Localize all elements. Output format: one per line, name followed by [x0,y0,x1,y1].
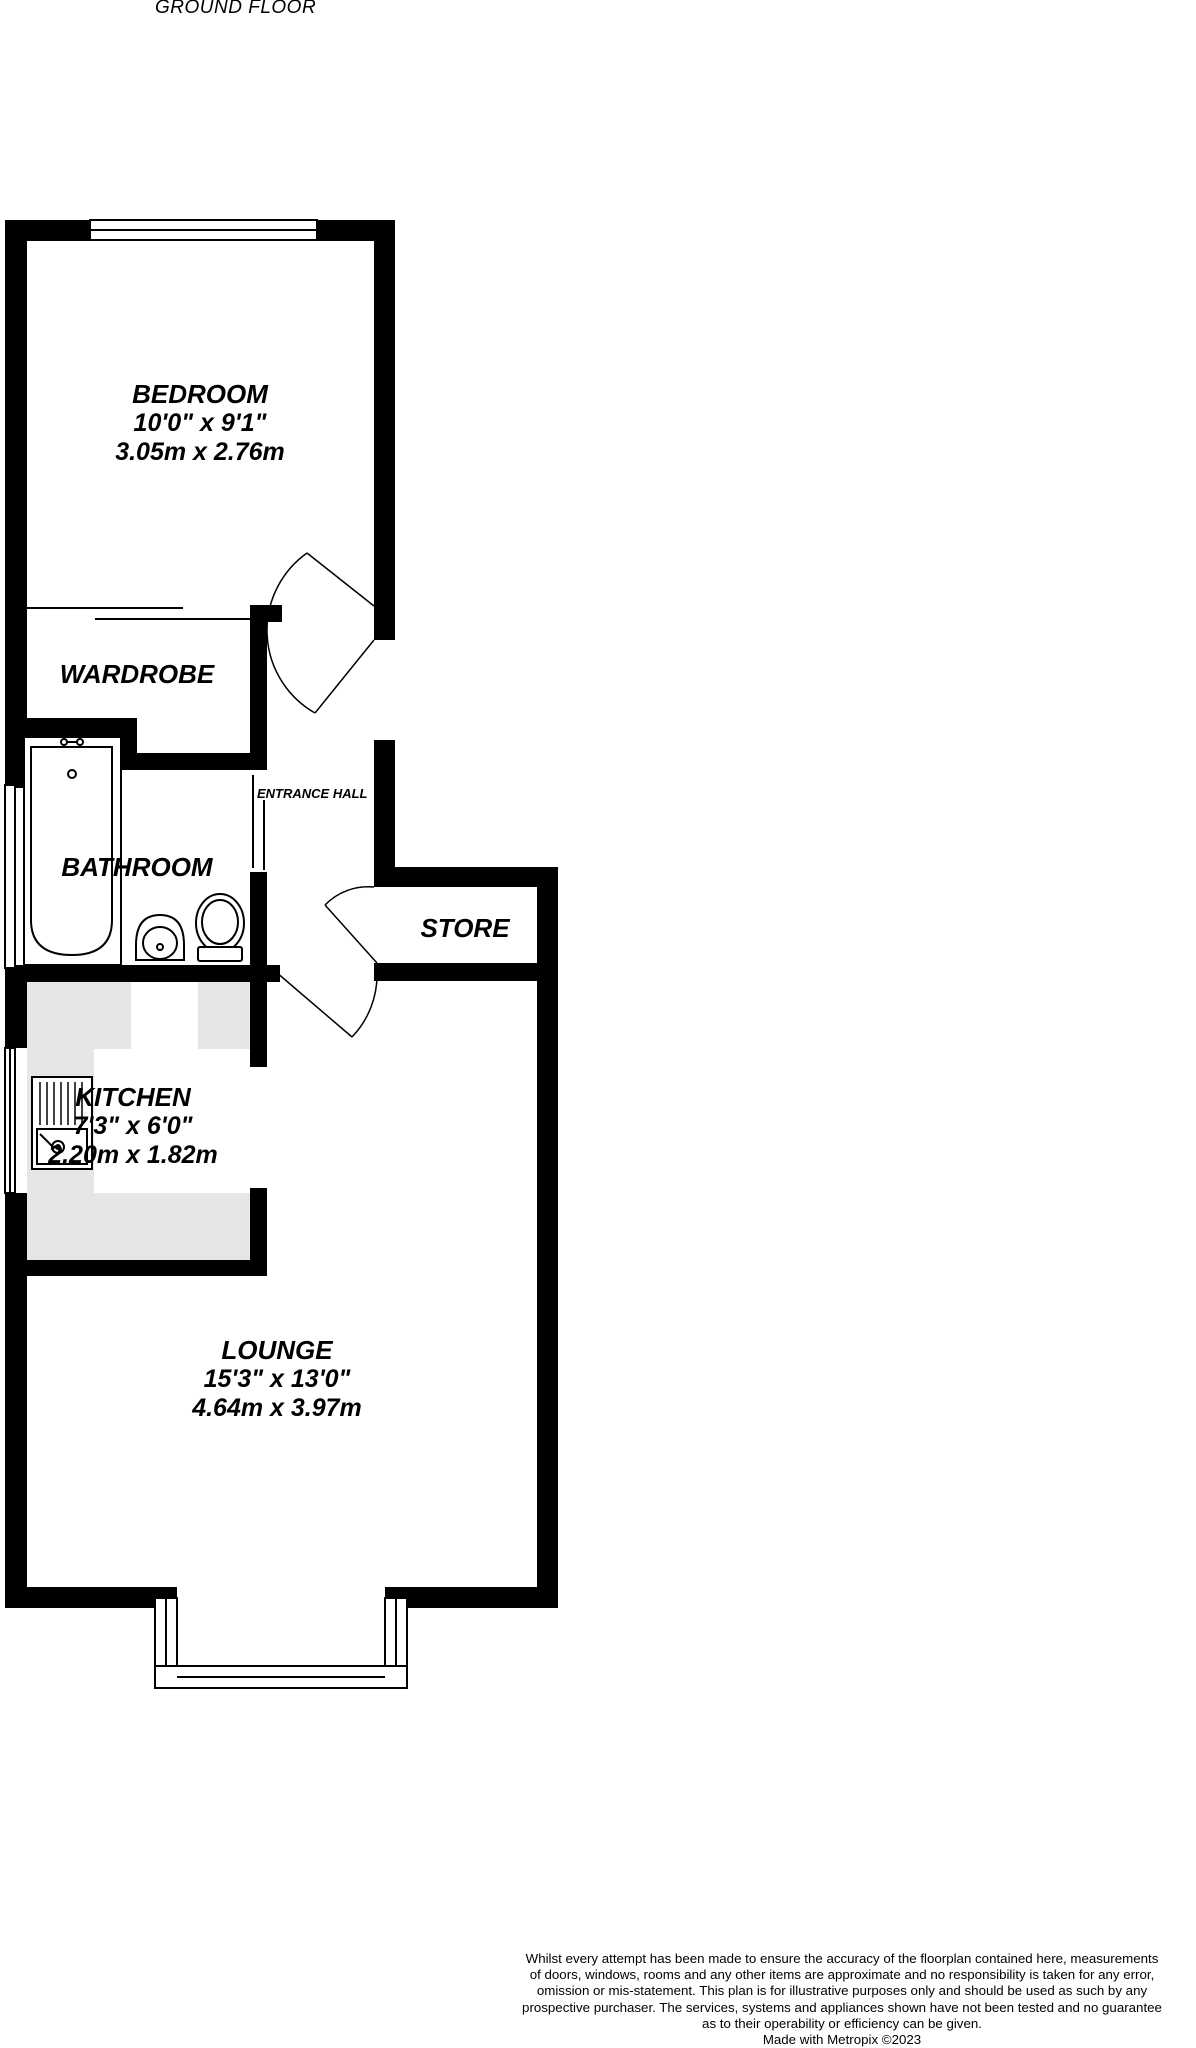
room-name-kitchen: KITCHEN [75,1082,191,1112]
wash-basin [135,913,185,961]
room-label-wardrobe: WARDROBE [60,660,215,689]
disclaimer: Whilst every attempt has been made to en… [492,1951,1192,2048]
window-bedroom [89,219,318,241]
wall-bath-hall-stub [250,965,280,982]
bathroom-door [252,775,265,870]
room-label-store: STORE [420,914,509,943]
room-label-bathroom: BATHROOM [61,853,212,882]
disclaimer-line: Whilst every attempt has been made to en… [525,1951,1159,1966]
wall-store-top [374,867,558,887]
wall-store-right [537,867,558,1607]
door-store [324,885,378,964]
wardrobe-sliding-doors [27,607,250,620]
window-kitchen [4,1047,16,1194]
wall-left-upper [5,220,27,788]
room-name-bathroom: BATHROOM [61,852,213,882]
wall-right-bedroom [374,220,395,640]
dimension-metric-lounge: 4.64m x 3.97m [192,1394,362,1422]
room-label-entrance-hall: ENTRANCE HALL [257,786,368,801]
door-bedroom [266,552,375,714]
room-label-kitchen: KITCHEN 7'3" x 6'0" 2.20m x 1.82m [48,1083,218,1170]
wall-bath-top [5,718,137,736]
wall-kitchen-bottom [5,1260,267,1276]
dimension-metric-bedroom: 3.05m x 2.76m [115,438,285,466]
room-label-bedroom: BEDROOM 10'0" x 9'1" 3.05m x 2.76m [115,380,285,467]
dimension-imperial-kitchen: 7'3" x 6'0" [73,1112,193,1140]
wall-left-kitchen-upper [5,968,27,1048]
bay-window-lounge [154,1597,408,1689]
wall-hall-right [374,740,395,885]
walls [5,220,558,1608]
wall-store-bottom [374,963,537,981]
wall-hall-left-kitchen [250,982,267,1067]
dimension-metric-kitchen: 2.20m x 1.82m [48,1141,218,1169]
room-name-wardrobe: WARDROBE [59,659,215,689]
door-swings [266,552,378,1038]
wall-hall-left-lower [250,872,267,982]
wall-hall-left-upper [250,605,267,770]
room-name-store: STORE [420,913,510,943]
floor-title: GROUND FLOOR [155,0,317,18]
wall-lounge-bottom-right [385,1587,558,1608]
disclaimer-line: prospective purchaser. The services, sys… [522,1999,1162,2015]
dimension-imperial-bedroom: 10'0" x 9'1" [133,409,267,437]
wall-bath-bottom [5,965,250,982]
windows [4,219,408,1689]
disclaimer-line: as to their operability or efficiency ca… [702,2015,982,2031]
toilet [195,893,245,962]
door-lounge [275,971,378,1038]
metropix-credit: Made with Metropix ©2023 [762,2032,922,2048]
wall-bath-wardrobe [120,753,267,770]
wall-bath-top-step [120,718,137,754]
wall-lounge-bottom-left [5,1587,177,1608]
disclaimer-line: omission or mis-statement. This plan is … [536,1983,1148,1999]
window-bathroom [4,784,16,969]
room-label-lounge: LOUNGE 15'3" x 13'0" 4.64m x 3.97m [192,1336,362,1423]
dimension-imperial-lounge: 15'3" x 13'0" [203,1365,351,1393]
bathtub [23,736,122,966]
wall-left-kitchen-lower [5,1193,27,1608]
room-name-bedroom: BEDROOM [132,379,268,409]
wall-kitchen-right [250,1188,267,1276]
kitchen-sink [31,1076,93,1170]
room-name-lounge: LOUNGE [221,1335,333,1365]
disclaimer-line: of doors, windows, rooms and any other i… [529,1967,1155,1983]
